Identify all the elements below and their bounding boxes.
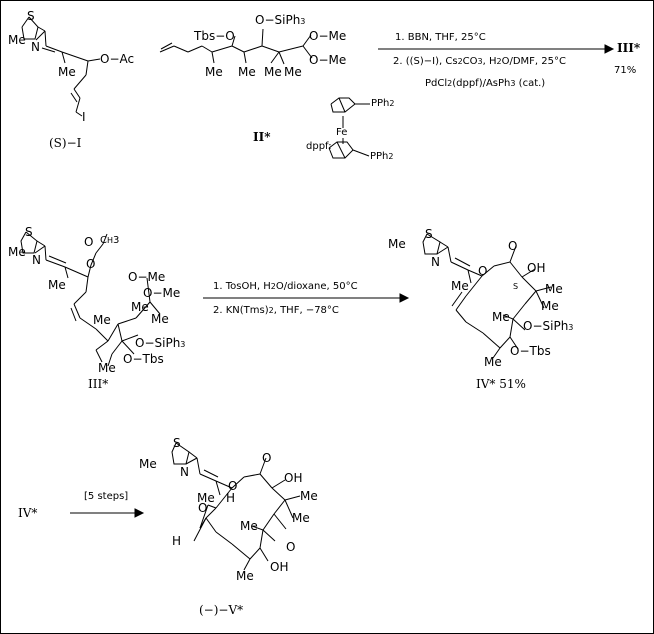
reaction3-label: [5 steps] bbox=[84, 491, 129, 502]
reaction1-step1: 1. BBN, THF, 25°C bbox=[395, 32, 486, 43]
methyl-label: Me bbox=[139, 457, 157, 471]
methyl-label: Me bbox=[48, 278, 66, 292]
compound-i-structure bbox=[21, 16, 101, 117]
iodine-atom: I bbox=[82, 110, 86, 124]
thiazole-s-atom: S bbox=[425, 227, 433, 241]
thiazole-n-atom: N bbox=[31, 40, 40, 54]
stereo-marker: S bbox=[513, 282, 519, 291]
reaction-arrow-3 bbox=[70, 508, 145, 518]
silyl-ether-label: O−SiPh3 bbox=[523, 319, 574, 333]
ring-oxygen: O bbox=[228, 479, 238, 493]
compound-ii-label: II* bbox=[253, 130, 271, 144]
stereo-hydrogen: H bbox=[226, 491, 236, 505]
methyl-label: Me bbox=[388, 237, 406, 251]
silyl-ether-label: O−SiPh3 bbox=[255, 13, 306, 27]
methyl-label: Me bbox=[197, 491, 215, 505]
thiazole-n-atom: N bbox=[180, 465, 189, 479]
ketone-oxygen: O bbox=[286, 540, 296, 554]
methyl-label: Me bbox=[484, 355, 502, 369]
thiazole-s-atom: S bbox=[25, 225, 33, 239]
methyl-label: Me bbox=[8, 33, 26, 47]
reaction-arrow-1 bbox=[378, 44, 615, 54]
methyl-label: Me bbox=[292, 511, 310, 525]
thiazole-s-atom: S bbox=[173, 436, 181, 450]
methyl-label: Me bbox=[284, 65, 302, 79]
reaction2-step1: 1. TosOH, H2O/dioxane, 50°C bbox=[213, 281, 358, 292]
compound-iv-structure bbox=[422, 233, 552, 359]
methyl-label: Me bbox=[58, 65, 76, 79]
compound-iii-label: III* bbox=[88, 377, 109, 391]
compound-ii-structure bbox=[159, 28, 313, 65]
stereo-hydrogen: H bbox=[172, 534, 182, 548]
methyl-label: Me bbox=[264, 65, 282, 79]
epoxide-oxygen: O bbox=[198, 501, 208, 515]
thiazole-n-atom: N bbox=[431, 255, 440, 269]
methyl-label: Me bbox=[93, 313, 111, 327]
methyl-label: Me bbox=[300, 489, 318, 503]
dppf-label: dppf: bbox=[306, 141, 332, 152]
reaction1-step2: 2. ((S)−I), Cs2CO3, H2O/DMF, 25°C bbox=[393, 56, 566, 67]
carbonyl-oxygen: O bbox=[84, 235, 94, 249]
reaction1-catalyst: PdCl2(dppf)/AsPh3 (cat.) bbox=[425, 78, 546, 89]
hydroxyl-label: OH bbox=[527, 261, 546, 275]
methyl-label: Me bbox=[451, 279, 469, 293]
methyl-label: Me bbox=[541, 299, 559, 313]
acetate-label: O−Ac bbox=[100, 52, 135, 66]
compound-iii-structure bbox=[20, 231, 161, 367]
reaction2-step2: 2. KN(Tms)2, THF, −78°C bbox=[213, 305, 339, 316]
carbonyl-oxygen: O bbox=[508, 239, 518, 253]
compound-i-label: (S)−I bbox=[49, 136, 82, 150]
methoxy-label: O−Me bbox=[309, 53, 347, 67]
compound-iv-label: IV* 51% bbox=[476, 377, 526, 391]
compound-v-label: (−)−V* bbox=[199, 603, 244, 617]
hydroxyl-label: OH bbox=[270, 560, 289, 574]
compound-iv-start-label: IV* bbox=[18, 506, 38, 520]
compound-v-structure bbox=[171, 442, 301, 571]
thiazole-s-atom: S bbox=[27, 9, 35, 23]
methyl-label: Me bbox=[236, 569, 254, 583]
ester-oxygen: O bbox=[86, 257, 96, 271]
acetyl-group: CH3 bbox=[100, 235, 120, 246]
methyl-label: Me bbox=[492, 310, 510, 324]
methyl-label: Me bbox=[240, 519, 258, 533]
reaction-arrow-2 bbox=[203, 293, 410, 303]
silyl-ether-label: O−SiPh3 bbox=[135, 336, 186, 350]
phosphine-label: PPh2 bbox=[371, 98, 395, 109]
reaction1-yield: 71% bbox=[614, 65, 637, 76]
methyl-label: Me bbox=[8, 245, 26, 259]
tbs-ether-label: O−Tbs bbox=[123, 352, 164, 366]
hydroxyl-label: OH bbox=[284, 471, 303, 485]
methoxy-label: O−Me bbox=[143, 286, 181, 300]
compound-iii-product-label: III* bbox=[617, 41, 641, 55]
methoxy-label: O−Me bbox=[128, 270, 166, 284]
methoxy-label: O−Me bbox=[309, 29, 347, 43]
tbs-ether-label: Tbs−O bbox=[194, 29, 235, 43]
ring-oxygen: O bbox=[478, 264, 488, 278]
iron-atom: Fe bbox=[336, 127, 348, 138]
methyl-label: Me bbox=[238, 65, 256, 79]
dppf-structure bbox=[328, 97, 370, 159]
carbonyl-oxygen: O bbox=[262, 451, 272, 465]
methyl-label: Me bbox=[151, 312, 169, 326]
methyl-label: Me bbox=[545, 282, 563, 296]
thiazole-n-atom: N bbox=[32, 253, 41, 267]
methyl-label: Me bbox=[98, 361, 116, 375]
tbs-ether-label: O−Tbs bbox=[510, 344, 551, 358]
phosphine-label: PPh2 bbox=[370, 151, 394, 162]
methyl-label: Me bbox=[131, 300, 149, 314]
methyl-label: Me bbox=[205, 65, 223, 79]
